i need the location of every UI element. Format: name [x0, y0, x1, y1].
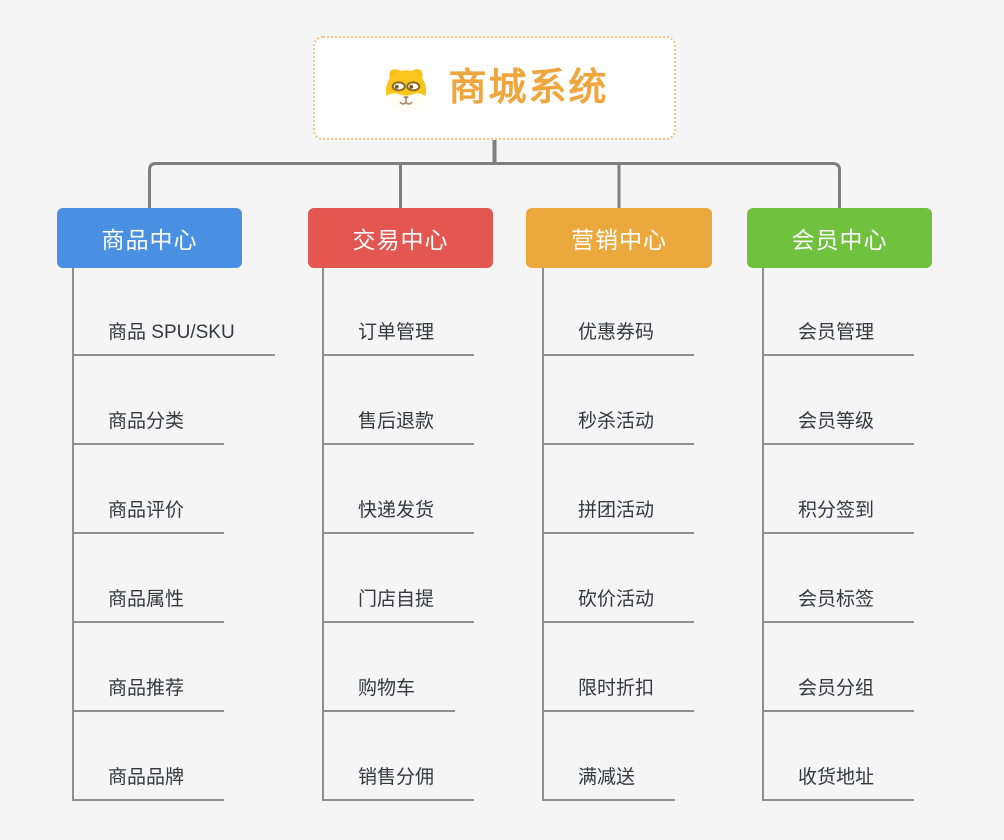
branch-node-marketing-center[interactable]: 营销中心 [526, 208, 712, 268]
subtopic[interactable]: 销售分佣 [324, 765, 475, 801]
subtopic[interactable]: 购物车 [324, 676, 456, 712]
subtopic[interactable]: 限时折扣 [544, 676, 695, 712]
subtopic-column-product-center: 商品 SPU/SKU 商品分类 商品评价 商品属性 商品推荐 商品品牌 [72, 268, 275, 801]
branch-label: 营销中心 [571, 227, 667, 253]
branch-bus-line [148, 162, 841, 209]
subtopic[interactable]: 会员标签 [764, 587, 915, 623]
subtopic[interactable]: 会员等级 [764, 409, 915, 445]
subtopic[interactable]: 秒杀活动 [544, 409, 695, 445]
branch-node-member-center[interactable]: 会员中心 [747, 208, 932, 268]
subtopic[interactable]: 商品分类 [74, 409, 225, 445]
subtopic[interactable]: 拼团活动 [544, 498, 695, 534]
subtopic[interactable]: 积分签到 [764, 498, 915, 534]
subtopic[interactable]: 优惠券码 [544, 320, 695, 356]
branch-label: 交易中心 [352, 227, 449, 253]
subtopic[interactable]: 收货地址 [764, 765, 915, 801]
subtopic[interactable]: 会员分组 [764, 676, 915, 712]
subtopic-column-marketing-center: 优惠券码 秒杀活动 拼团活动 砍价活动 限时折扣 满减送 [542, 268, 695, 801]
root-topic[interactable]: 商城系统 [313, 36, 676, 140]
subtopic[interactable]: 快递发货 [324, 498, 475, 534]
branch-node-product-center[interactable]: 商品中心 [57, 208, 242, 268]
subtopic-column-member-center: 会员管理 会员等级 积分签到 会员标签 会员分组 收货地址 [762, 268, 915, 801]
subtopic[interactable]: 商品品牌 [74, 765, 225, 801]
subtopic[interactable]: 门店自提 [324, 587, 475, 623]
subtopic[interactable]: 商品属性 [74, 587, 225, 623]
subtopic[interactable]: 满减送 [544, 765, 676, 801]
branch-label: 会员中心 [791, 227, 888, 253]
subtopic[interactable]: 商品推荐 [74, 676, 225, 712]
subtopic[interactable]: 会员管理 [764, 320, 915, 356]
branch-label: 商品中心 [101, 227, 198, 253]
branch-node-trade-center[interactable]: 交易中心 [308, 208, 493, 268]
subtopic-column-trade-center: 订单管理 售后退款 快递发货 门店自提 购物车 销售分佣 [322, 268, 475, 801]
subtopic[interactable]: 砍价活动 [544, 587, 695, 623]
subtopic[interactable]: 售后退款 [324, 409, 475, 445]
subtopic[interactable]: 商品评价 [74, 498, 225, 534]
dog-face-icon [386, 69, 427, 111]
root-topic-label: 商城系统 [448, 67, 609, 109]
subtopic[interactable]: 订单管理 [324, 320, 475, 356]
subtopic[interactable]: 商品 SPU/SKU [74, 320, 275, 356]
